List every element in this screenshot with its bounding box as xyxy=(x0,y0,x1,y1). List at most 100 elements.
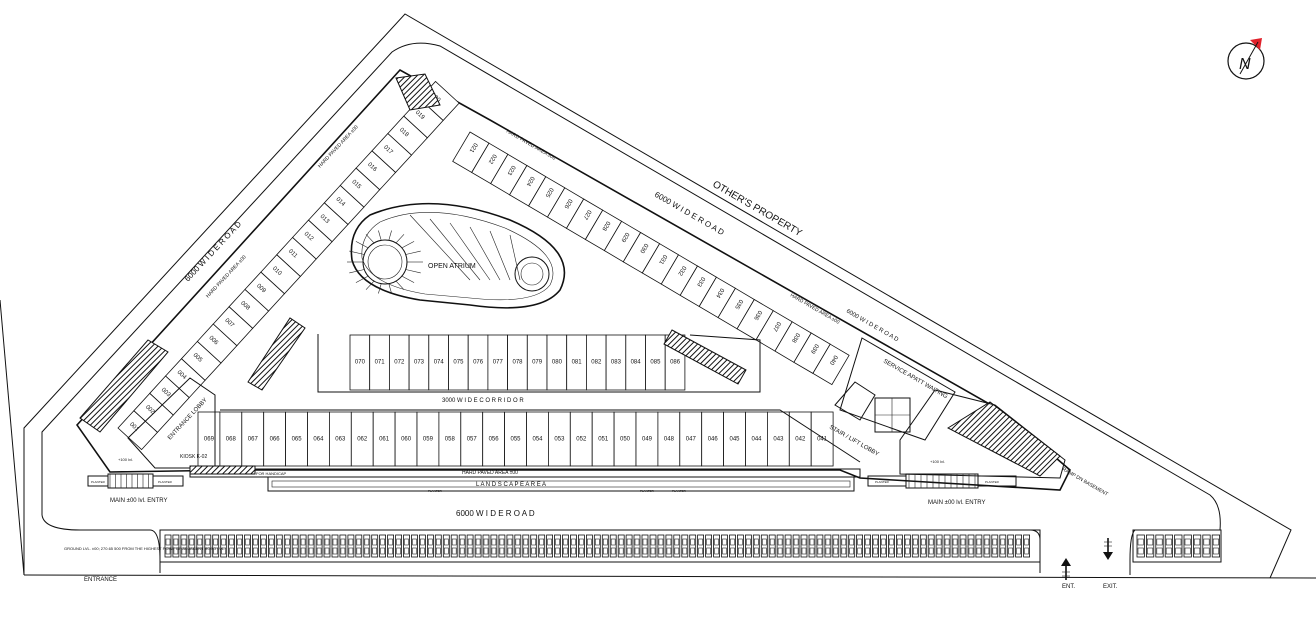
parking-bay xyxy=(991,534,999,558)
shop-bottom-unit: 060 xyxy=(394,411,418,467)
parking-bays-main xyxy=(164,534,1030,558)
parking-bay xyxy=(721,534,728,558)
shop-right-number: 040 xyxy=(828,354,839,366)
parking-bay xyxy=(919,534,927,558)
shop-left-number: 011 xyxy=(287,249,299,260)
right-wing xyxy=(899,389,1066,479)
parking-bay xyxy=(927,534,935,558)
shop-right-number: 024 xyxy=(524,175,535,187)
shop-bottom-number: 058 xyxy=(445,437,456,443)
parking-bay xyxy=(776,534,784,558)
shop-bottom-unit: 057 xyxy=(460,411,484,467)
shop-left-number: 014 xyxy=(334,197,346,209)
parking-bay xyxy=(418,534,426,558)
shop-inner-number: 071 xyxy=(375,360,386,366)
parking-bay xyxy=(649,534,657,558)
compass-letter: N xyxy=(1239,56,1251,73)
right-arm-shops: 0210220230240250260270280290300310320330… xyxy=(452,131,850,386)
parking-bay xyxy=(959,534,967,558)
ground-level-note: GROUND LVL. ±00; 270.65 500 FROM THE HIG… xyxy=(64,546,225,551)
shop-inner-unit: 078 xyxy=(507,334,528,391)
parking-bay xyxy=(586,534,593,558)
planter-label-6: PLANTER xyxy=(640,489,655,493)
hatched-escalator-mid-right xyxy=(663,329,747,385)
parking-bay xyxy=(339,534,347,558)
parking-bay xyxy=(904,534,911,558)
parking-bay xyxy=(228,534,236,558)
entry-steps-left xyxy=(107,473,154,489)
service-waiting-label: SERVICE APATT WAITING xyxy=(882,359,949,401)
hard-paved-right-label: HARD PAVED AREA ±00 xyxy=(789,293,841,326)
parking-bay xyxy=(363,534,371,558)
road-label-bottom: 6000 W I D E R O A D xyxy=(456,509,535,518)
planter-label-2: PLANTER xyxy=(158,480,173,484)
kiosk xyxy=(189,465,256,475)
shop-bottom-number: 053 xyxy=(554,437,565,443)
stair-lobby-right xyxy=(834,381,876,421)
parking-bays-right xyxy=(1136,534,1220,558)
parking-bay xyxy=(1007,534,1015,558)
shop-bottom-unit: 067 xyxy=(241,411,265,467)
parking-bay xyxy=(768,534,776,558)
shop-inner-number: 072 xyxy=(394,360,405,366)
shop-bottom-unit: 050 xyxy=(613,411,637,467)
parking-bay xyxy=(872,534,879,558)
parking-bay xyxy=(609,534,617,558)
parking-bay xyxy=(840,534,848,558)
shop-inner-number: 084 xyxy=(631,360,642,366)
shop-right-number: 025 xyxy=(543,186,554,198)
parking-bay xyxy=(546,534,553,558)
parking-strip-main xyxy=(159,529,1041,563)
parking-bay xyxy=(442,534,450,558)
shop-bottom-unit: 055 xyxy=(504,411,527,467)
shop-bottom-unit: 053 xyxy=(548,411,571,467)
kiosk-label: KIOSK K-02 xyxy=(180,454,207,460)
parking-bay xyxy=(426,534,434,558)
parking-bay xyxy=(737,534,744,558)
shop-bottom-unit: 064 xyxy=(307,411,330,467)
shop-bottom-unit: 066 xyxy=(263,411,287,467)
handicap-label: FOR HANDICAP xyxy=(256,471,287,476)
shop-bottom-number: 068 xyxy=(226,437,237,443)
parking-bay xyxy=(880,534,887,558)
parking-bay xyxy=(689,534,697,558)
shop-inner-unit: 077 xyxy=(487,334,508,391)
shop-bottom-number: 066 xyxy=(270,437,281,443)
shop-right-number: 021 xyxy=(467,142,478,154)
shop-bottom-unit: 045 xyxy=(723,411,746,467)
shop-inner-unit: 079 xyxy=(526,334,548,391)
parking-bay xyxy=(578,534,585,558)
parking-bay xyxy=(570,534,577,558)
parking-bay xyxy=(212,534,220,558)
hatched-escalator-mid-left xyxy=(247,317,306,391)
shop-left-number: 008 xyxy=(239,300,251,312)
shop-right-number: 028 xyxy=(600,220,611,232)
parking-bay xyxy=(506,534,514,558)
entry-steps-right xyxy=(905,473,979,489)
parking-bay xyxy=(538,534,546,558)
shop-left-number: 019 xyxy=(414,110,426,122)
parking-bay xyxy=(848,534,856,558)
parking-bay xyxy=(888,534,895,558)
shop-bottom-unit: 044 xyxy=(745,411,768,467)
shop-bottom-number: 061 xyxy=(379,437,390,443)
parking-bay xyxy=(164,534,172,558)
shop-bottom-number: 069 xyxy=(204,437,215,443)
parking-bay xyxy=(641,534,649,558)
shop-inner-unit: 083 xyxy=(605,334,627,391)
parking-bay xyxy=(816,534,824,558)
shop-inner-number: 085 xyxy=(650,360,661,366)
parking-bay xyxy=(379,534,387,558)
shop-right-number: 031 xyxy=(657,253,668,265)
parking-bay xyxy=(562,534,569,558)
shop-inner-unit: 072 xyxy=(388,334,410,391)
parking-bay xyxy=(188,534,196,558)
hatched-stair-left xyxy=(79,339,169,433)
parking-bay xyxy=(490,534,498,558)
parking-bay xyxy=(896,534,903,558)
hatched-ramp-right xyxy=(946,401,1061,477)
shop-inner-unit: 082 xyxy=(586,334,607,391)
shop-bottom-number: 067 xyxy=(248,437,259,443)
parking-bay xyxy=(697,534,704,558)
parking-bay xyxy=(784,534,792,558)
